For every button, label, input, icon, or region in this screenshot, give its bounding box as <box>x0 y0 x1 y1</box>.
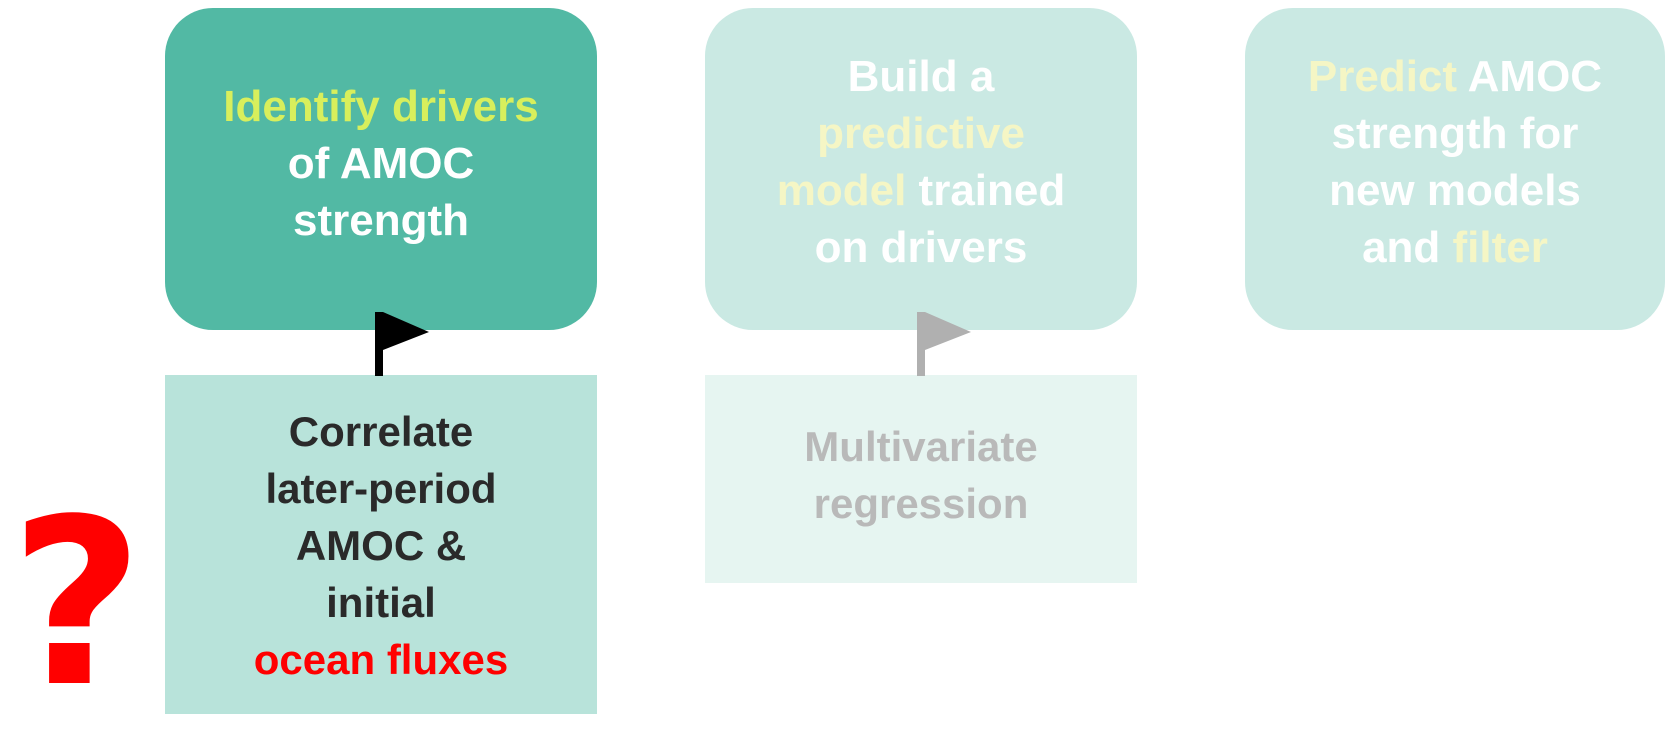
text-line: predictive <box>777 105 1066 162</box>
text-segment: AMOC & <box>295 522 467 569</box>
text-segment: Correlate <box>288 408 474 455</box>
text-line: Correlate <box>254 403 508 460</box>
flag-faded-icon <box>917 312 971 376</box>
text-segment: later-period <box>265 465 497 512</box>
text-line: and filter <box>1308 219 1602 276</box>
highlighted-text: model <box>776 166 907 215</box>
question-mark-icon: ? <box>10 471 144 738</box>
text-line: strength <box>223 192 538 249</box>
text-segment: of AMOC <box>287 138 475 188</box>
text-segment: trained <box>906 166 1066 215</box>
text-line: regression <box>804 475 1037 532</box>
step-identify-drivers-box: Identify drivers of AMOC strength <box>165 8 597 330</box>
text-line: model trained <box>777 162 1066 219</box>
method-regression-box: Multivariate regression <box>705 375 1137 583</box>
text-line: Identify drivers <box>223 78 538 135</box>
highlighted-text: Identify drivers <box>223 81 539 131</box>
text-line: strength for <box>1308 105 1602 162</box>
text-line: ocean fluxes <box>254 631 508 688</box>
text-segment: on drivers <box>814 223 1028 272</box>
text-line: Multivariate <box>804 418 1037 475</box>
highlighted-text: filter <box>1452 223 1548 272</box>
text-line: of AMOC <box>223 135 538 192</box>
text-segment: AMOC <box>1457 52 1603 101</box>
highlighted-text: predictive <box>817 109 1025 158</box>
method-regression-text: Multivariate regression <box>804 418 1037 532</box>
text-segment: strength <box>293 195 469 245</box>
text-line: new models <box>1308 162 1602 219</box>
text-line: initial <box>254 574 508 631</box>
text-line: Predict AMOC <box>1308 48 1602 105</box>
text-line: Build a <box>777 48 1066 105</box>
text-segment: regression <box>813 480 1029 527</box>
text-line: AMOC & <box>254 517 508 574</box>
step-identify-drivers-text: Identify drivers of AMOC strength <box>223 78 538 249</box>
text-line: later-period <box>254 460 508 517</box>
text-segment: Multivariate <box>804 423 1038 470</box>
text-segment: and <box>1362 223 1453 272</box>
text-line: on drivers <box>777 219 1066 276</box>
text-segment: Build a <box>847 52 995 101</box>
highlighted-text: ocean fluxes <box>253 636 509 683</box>
text-segment: new models <box>1329 166 1581 215</box>
flag-active-icon <box>375 312 429 376</box>
text-segment: strength for <box>1331 109 1579 158</box>
text-segment: initial <box>326 579 436 626</box>
highlighted-text: Predict <box>1307 52 1458 101</box>
